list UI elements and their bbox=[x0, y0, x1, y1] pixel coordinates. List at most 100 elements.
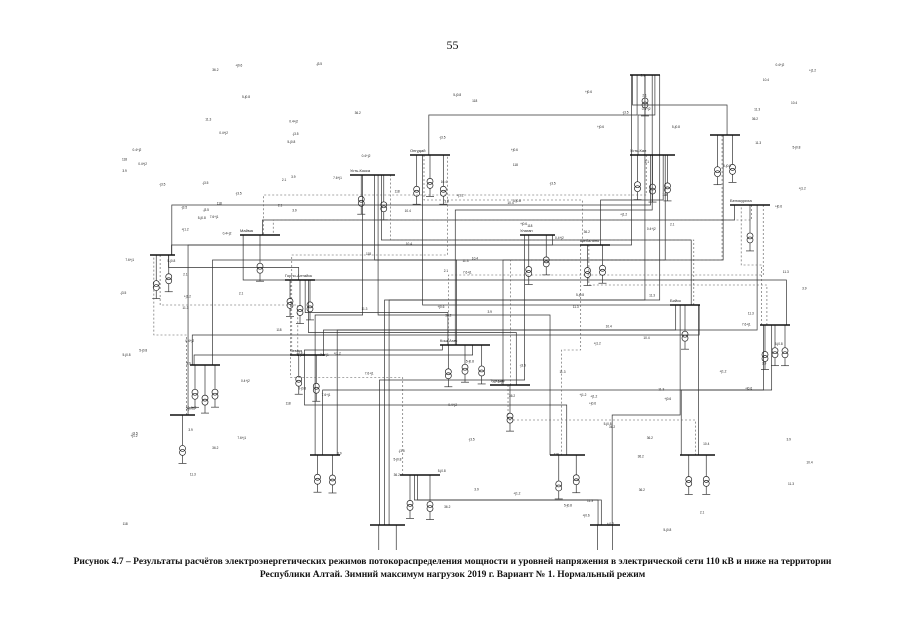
flow-value: 7.6+j1 bbox=[125, 258, 134, 262]
flow-value: +j1.2 bbox=[809, 69, 816, 73]
flow-value: 2.1 bbox=[700, 510, 705, 514]
flow-value: 5-j0.8 bbox=[139, 348, 147, 352]
transformer-winding bbox=[165, 277, 173, 285]
flow-value: 7.6+j1 bbox=[495, 380, 504, 384]
transformer-winding bbox=[295, 375, 303, 383]
flow-value: 3.9 bbox=[787, 437, 792, 441]
flow-value: 11.3 bbox=[190, 473, 196, 477]
transformer-winding bbox=[426, 178, 434, 185]
line-segment bbox=[388, 75, 661, 525]
flow-value: 11.3 bbox=[754, 107, 760, 111]
flow-value: 11.3 bbox=[658, 388, 664, 392]
flow-value: 2.1 bbox=[239, 292, 244, 296]
flow-value: 36.2 bbox=[355, 111, 361, 115]
flow-value: 10.4 bbox=[703, 442, 709, 446]
bus-label: Бийск bbox=[670, 298, 681, 303]
flow-value: 5-j0.8 bbox=[513, 199, 521, 203]
flow-value: -j3.5 bbox=[203, 208, 209, 212]
line-segment bbox=[171, 155, 651, 255]
transformer-winding bbox=[312, 382, 320, 390]
transformer-winding bbox=[572, 478, 580, 486]
flow-value: 11.3 bbox=[205, 117, 211, 121]
transformer-winding bbox=[555, 484, 563, 492]
flow-value: 10.4 bbox=[606, 325, 612, 329]
line-segment bbox=[611, 305, 681, 525]
flow-value: 5-j0.8 bbox=[438, 469, 446, 473]
transformer-winding bbox=[380, 205, 388, 213]
flow-value: 0.4+j2 bbox=[138, 162, 147, 166]
transformer-winding bbox=[664, 186, 671, 194]
flow-value: +j1.2 bbox=[457, 193, 464, 197]
flow-value: 2.1 bbox=[642, 93, 647, 97]
bus-label: Улаган bbox=[520, 228, 533, 233]
transformer-winding bbox=[306, 305, 314, 313]
line-segment bbox=[336, 205, 758, 455]
line-segment bbox=[637, 75, 656, 155]
bus-label: Майма bbox=[240, 228, 254, 233]
line-segment bbox=[304, 345, 443, 355]
transformer-winding bbox=[406, 500, 414, 507]
line-segment bbox=[423, 155, 583, 245]
transformer-winding bbox=[542, 260, 550, 268]
flow-value: +j0.6 bbox=[235, 63, 242, 67]
transformer-winding bbox=[256, 262, 264, 270]
transformer-winding bbox=[478, 365, 486, 373]
line-segment bbox=[390, 175, 695, 305]
transformer-winding bbox=[746, 232, 754, 240]
flow-value: 3.9 bbox=[474, 487, 479, 491]
flow-value: 36.2 bbox=[212, 68, 218, 72]
flow-value: 0.4+j2 bbox=[775, 63, 784, 67]
transformer-winding bbox=[179, 449, 186, 456]
flow-value: 7.6+j1 bbox=[322, 393, 331, 397]
transformer-winding bbox=[461, 363, 469, 371]
flow-value: 7.6+j1 bbox=[320, 353, 329, 357]
transformer-winding bbox=[525, 270, 533, 277]
bus-label: Белокуриха bbox=[730, 198, 752, 203]
transformer-winding bbox=[761, 351, 769, 358]
flow-value: -j3.5 bbox=[622, 111, 628, 115]
transformer-winding bbox=[191, 388, 199, 396]
transformer-winding bbox=[702, 480, 710, 487]
transformer-winding bbox=[312, 386, 320, 394]
line-segment bbox=[272, 205, 752, 235]
transformer-winding bbox=[413, 185, 421, 193]
transformer-winding bbox=[714, 170, 721, 178]
line-segment bbox=[263, 155, 647, 235]
flow-value: 36.2 bbox=[444, 505, 450, 509]
flow-value: +j1.2 bbox=[594, 342, 601, 346]
line-segment bbox=[632, 75, 728, 135]
transformer-winding bbox=[357, 195, 365, 203]
flow-value: 5-j0.8 bbox=[775, 342, 783, 346]
flow-value: 5-j0.8 bbox=[466, 359, 474, 363]
flow-value: 36.2 bbox=[584, 230, 590, 234]
transformer-winding bbox=[506, 416, 514, 424]
flow-value: 11.3 bbox=[573, 305, 579, 309]
flow-value: 5-j0.8 bbox=[792, 146, 800, 150]
flow-value: 5-j0.8 bbox=[297, 353, 305, 357]
transformer-winding bbox=[584, 271, 591, 278]
flow-value: 0.4+j2 bbox=[647, 227, 656, 231]
transformer-winding bbox=[296, 309, 304, 316]
line-segment bbox=[187, 75, 632, 415]
transformer-winding bbox=[555, 480, 563, 488]
flow-value: +j0.6 bbox=[745, 387, 752, 391]
flow-value: 3.9 bbox=[762, 361, 767, 365]
transformer-winding bbox=[506, 412, 514, 420]
transformer-winding bbox=[685, 480, 693, 487]
flow-value: 2.1 bbox=[278, 204, 283, 208]
flow-value: -j3.5 bbox=[468, 437, 474, 441]
line-segment bbox=[379, 235, 525, 525]
flow-value: 5-j0.8 bbox=[723, 164, 731, 168]
flow-value: 118 bbox=[123, 522, 128, 526]
transformer-winding bbox=[634, 181, 641, 189]
transformer-winding bbox=[771, 351, 779, 359]
flow-value: -j3.5 bbox=[181, 205, 187, 209]
flow-value: 0.4+j2 bbox=[188, 406, 197, 410]
flow-value: 11.3 bbox=[783, 270, 789, 274]
flow-value: 10.4 bbox=[406, 242, 412, 246]
flow-value: 10.4 bbox=[763, 78, 769, 82]
flow-value: 5-j0.8 bbox=[198, 216, 206, 220]
transmission-lines bbox=[152, 75, 789, 550]
flow-value: -j3.5 bbox=[398, 449, 404, 453]
flow-value: 118 bbox=[395, 189, 400, 193]
